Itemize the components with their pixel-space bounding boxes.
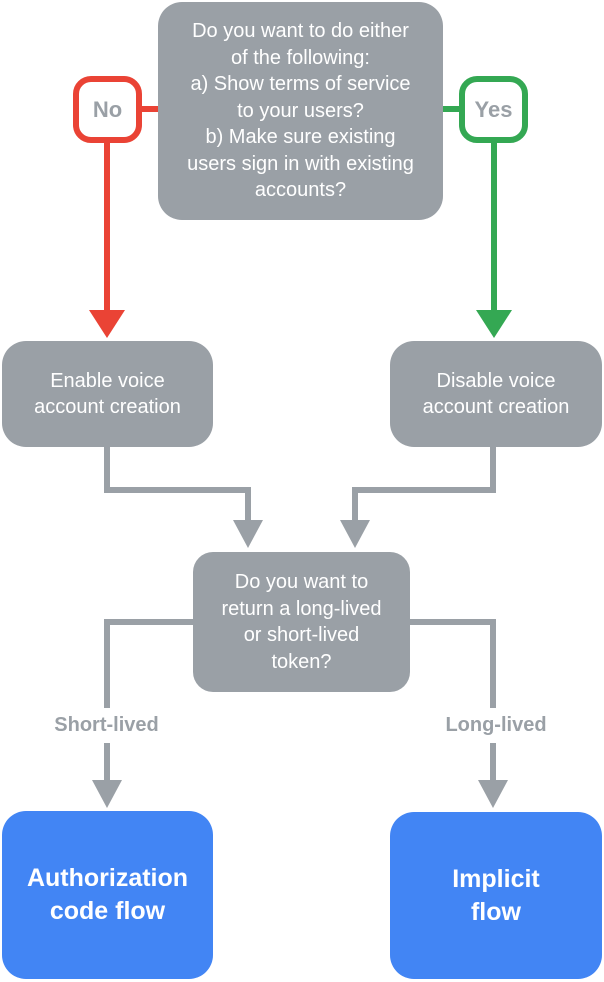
authorization-code-flow-node: Authorization code flow (2, 811, 213, 979)
long-lived-vertical-line (490, 619, 496, 781)
enable-arrowhead-icon (233, 520, 263, 548)
yes-pill: Yes (459, 76, 528, 143)
short-lived-arrowhead-icon (92, 780, 122, 808)
no-branch-arrowhead-icon (89, 310, 125, 338)
yes-branch-horizontal-line (443, 106, 459, 112)
disable-out-horizontal-line (352, 487, 496, 493)
long-lived-arrowhead-icon (478, 780, 508, 808)
long-lived-label: Long-lived (410, 708, 582, 743)
enable-in-vertical-line (245, 493, 251, 521)
disable-voice-node: Disable voice account creation (390, 341, 602, 447)
disable-in-vertical-line (352, 493, 358, 521)
enable-voice-node: Enable voice account creation (2, 341, 213, 447)
short-lived-vertical-line (104, 619, 110, 781)
disable-arrowhead-icon (340, 520, 370, 548)
no-pill: No (73, 76, 142, 143)
no-branch-horizontal-line (142, 106, 158, 112)
short-lived-label: Short-lived (21, 708, 192, 743)
yes-branch-vertical-line (491, 140, 497, 311)
implicit-flow-node: Implicit flow (390, 812, 602, 979)
enable-out-vertical-line (104, 447, 110, 493)
question-token-node: Do you want to return a long-lived or sh… (193, 552, 410, 692)
question-terms-node: Do you want to do either of the followin… (158, 2, 443, 220)
long-lived-horizontal-line (410, 619, 496, 625)
disable-out-vertical-line (490, 447, 496, 493)
short-lived-horizontal-line (104, 619, 193, 625)
enable-out-horizontal-line (104, 487, 251, 493)
yes-branch-arrowhead-icon (476, 310, 512, 338)
no-branch-vertical-line (104, 140, 110, 311)
